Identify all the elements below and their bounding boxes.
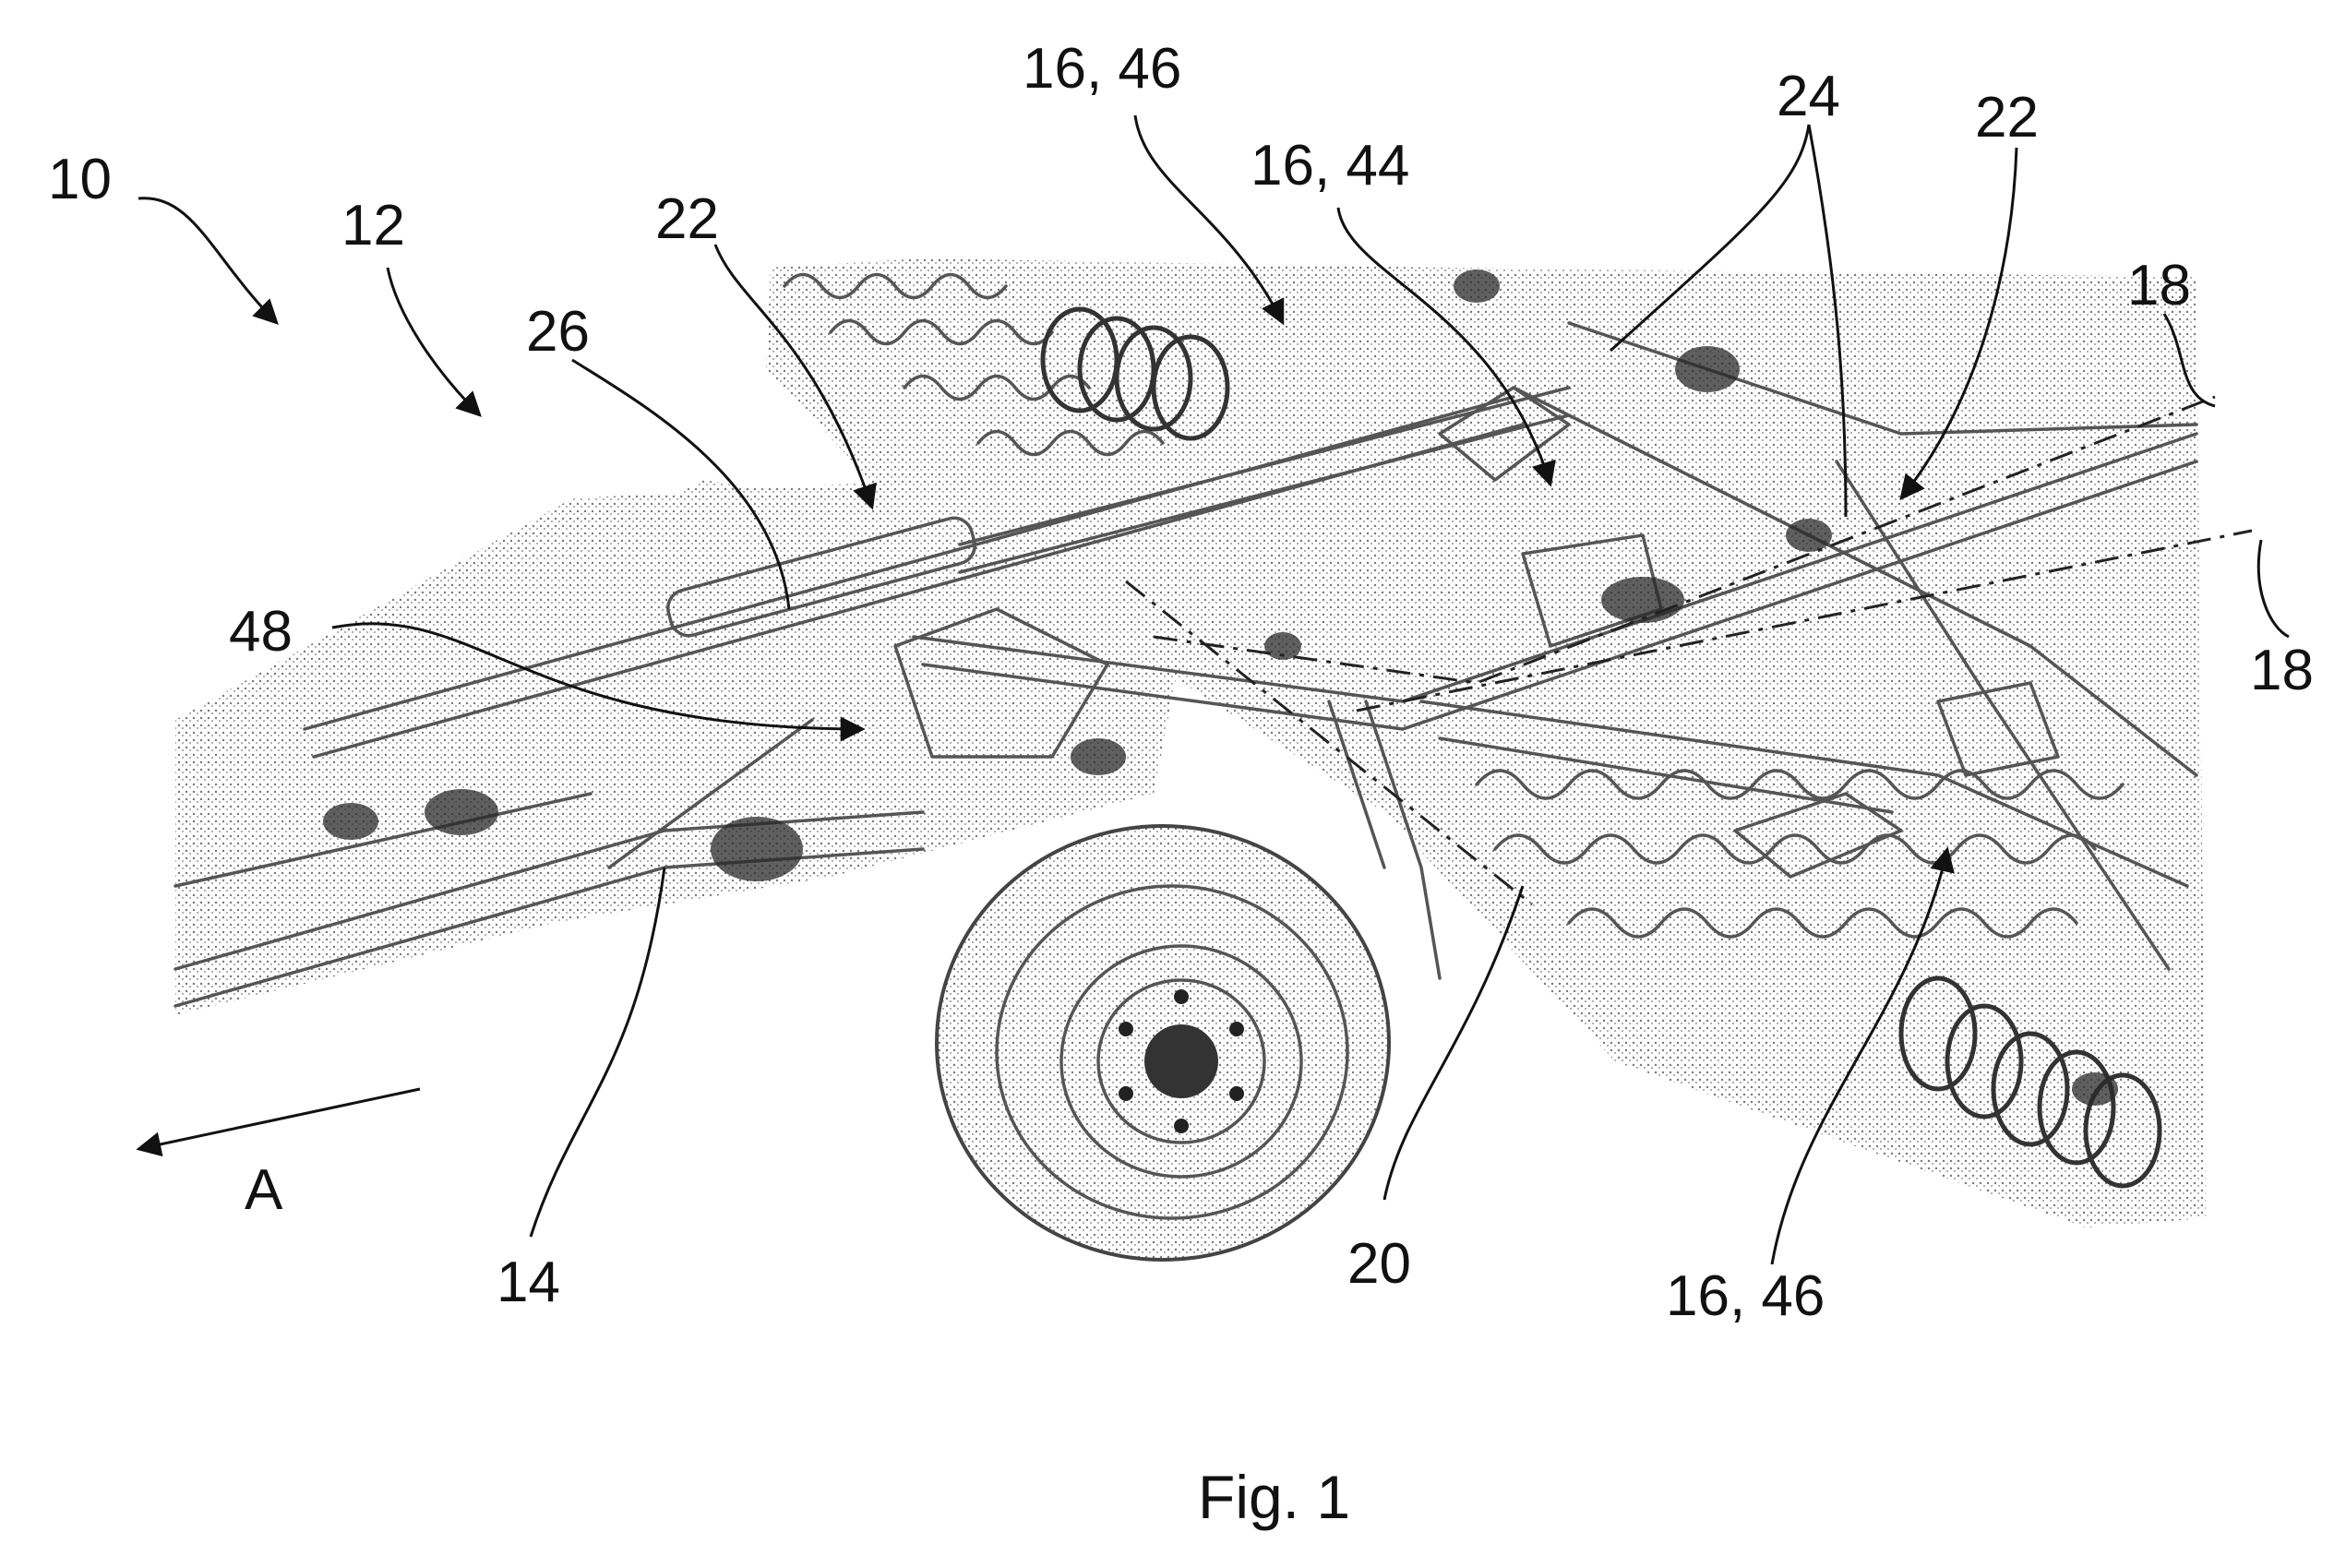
leader-26: [571, 358, 791, 610]
hydraulic-cylinder: [666, 386, 1571, 638]
transport-wheel: [935, 824, 1391, 1262]
leader-22-left: [713, 244, 877, 510]
label-10: 10: [48, 148, 112, 211]
axis-20: [1125, 580, 1533, 906]
leader-16-46-bottom: [1770, 846, 1955, 1265]
coil-spring-bottom: [1898, 976, 2162, 1189]
leader-10: [138, 197, 279, 325]
label-20: 20: [1347, 1232, 1411, 1296]
figure-caption: Fig. 1: [1198, 1463, 1350, 1531]
label-16-44: 16, 44: [1251, 134, 1409, 197]
leader-48: [331, 622, 866, 742]
label-16-46-bottom: 16, 46: [1666, 1264, 1825, 1328]
pivot-axes: [1125, 395, 2253, 906]
label-22-left: 22: [655, 187, 719, 251]
shading-details: [323, 269, 2118, 1106]
label-A: A: [245, 1158, 283, 1222]
leader-14: [529, 867, 666, 1238]
label-12: 12: [341, 194, 405, 257]
leader-16-46-top: [1133, 114, 1285, 326]
leader-20: [1382, 885, 1525, 1201]
leader-16-44: [1336, 207, 1556, 487]
label-14: 14: [497, 1251, 560, 1314]
upper-hill-shape: [554, 480, 886, 637]
machine-drawing: [174, 258, 2206, 1262]
leader-24-a: [1609, 124, 1811, 353]
axis-18-upper: [1153, 395, 2216, 685]
top-disc-row: [783, 272, 1165, 457]
label-18-lower: 18: [2250, 639, 2314, 702]
frame-beams: [174, 321, 2198, 1008]
label-16-46-top: 16, 46: [1023, 37, 1181, 101]
leader-18-upper: [2162, 313, 2216, 408]
leader-24-b: [1807, 124, 1848, 518]
left-frame-region: [175, 480, 1200, 1015]
reference-labels: 10 12 22 26 16, 46 16, 44 24 22 18 18 48…: [48, 37, 2314, 1328]
leader-18-lower: [2256, 539, 2290, 639]
bottom-disc-row: [1475, 769, 2125, 939]
label-24: 24: [1777, 65, 1840, 128]
direction-arrow-A: [136, 1087, 421, 1157]
coil-spring-top: [1040, 306, 1230, 441]
label-18-upper: 18: [2127, 254, 2191, 317]
leader-22-right: [1899, 147, 2018, 501]
leader-lines: [136, 114, 2290, 1265]
label-22-right: 22: [1975, 86, 2039, 150]
axis-18-lower: [1356, 529, 2253, 712]
label-26: 26: [526, 300, 590, 364]
leader-12: [386, 267, 482, 417]
label-48: 48: [229, 600, 293, 664]
